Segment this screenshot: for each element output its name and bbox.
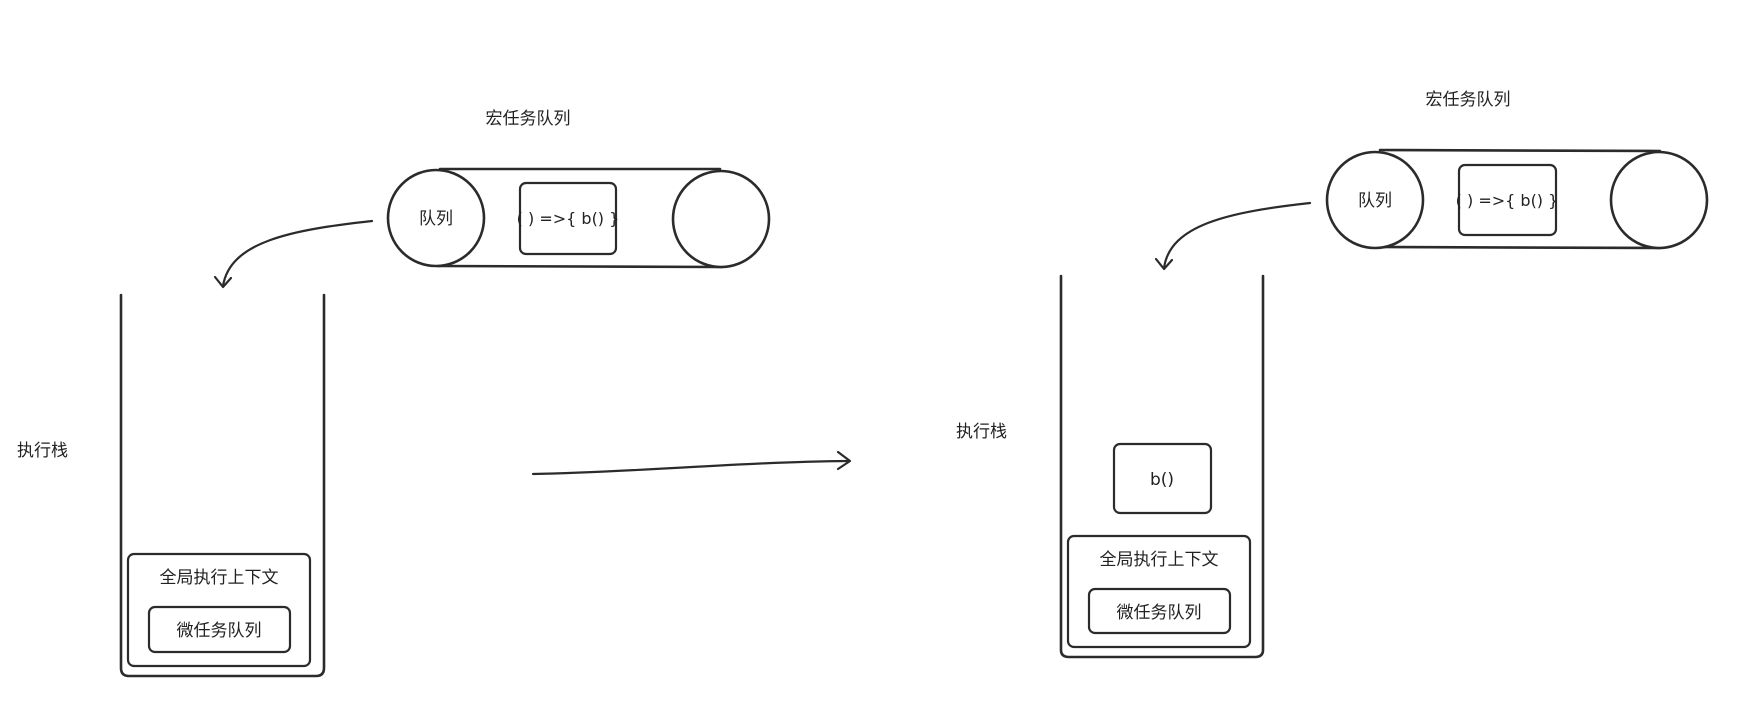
right-global-context: 全局执行上下文 微任务队列 xyxy=(1066,534,1252,649)
right-dequeue-arrow-head xyxy=(1154,257,1174,271)
transition-arrow xyxy=(531,450,852,476)
right-stack-frame-box xyxy=(1112,442,1213,515)
left-global-context-label: 全局执行上下文 xyxy=(160,568,279,588)
right-queue-head-circle xyxy=(1325,150,1425,250)
left-queue-item-box xyxy=(518,181,618,256)
left-queue-head-circle xyxy=(386,168,486,268)
right-micro-queue-box xyxy=(1087,587,1232,635)
left-state: 宏任务队列 队列 ( ) =>{ b() } 执行栈 全局执行上下文 微任务队列 xyxy=(17,109,771,678)
right-state: 宏任务队列 队列 ( ) =>{ b() } 执行栈 b() 全 xyxy=(956,90,1709,659)
left-dequeue-arrow xyxy=(213,219,374,289)
left-micro-queue-box xyxy=(147,605,292,654)
left-macro-queue: 队列 ( ) =>{ b() } xyxy=(386,167,771,269)
left-micro-queue-label: 微任务队列 xyxy=(177,621,262,641)
right-stack-frame-label: b() xyxy=(1150,470,1174,490)
left-global-context: 全局执行上下文 微任务队列 xyxy=(126,552,312,668)
right-dequeue-arrow-curve xyxy=(1162,201,1312,270)
right-queue-top-edge xyxy=(1378,148,1662,153)
right-macro-queue-title: 宏任务队列 xyxy=(1426,90,1511,110)
left-queue-bottom-edge xyxy=(436,264,724,269)
right-global-context-box xyxy=(1066,534,1252,649)
left-global-context-box xyxy=(126,552,312,668)
right-queue-tail-circle xyxy=(1609,150,1709,250)
right-micro-queue-label: 微任务队列 xyxy=(1117,603,1202,623)
left-dequeue-arrow-head xyxy=(213,275,233,289)
left-queue-item-callback: ( ) =>{ b() } xyxy=(517,209,620,228)
left-macro-queue-title: 宏任务队列 xyxy=(486,109,571,129)
left-stack-label: 执行栈 xyxy=(17,441,68,461)
left-queue-tail-circle xyxy=(671,169,771,269)
left-queue-head-label: 队列 xyxy=(419,209,453,229)
left-dequeue-arrow-curve xyxy=(221,219,374,288)
right-queue-bottom-edge xyxy=(1376,245,1662,250)
transition-arrow-head xyxy=(836,450,852,471)
right-global-context-label: 全局执行上下文 xyxy=(1100,550,1219,570)
right-queue-head-label: 队列 xyxy=(1358,191,1392,211)
transition-arrow-line xyxy=(531,459,850,476)
left-execution-stack xyxy=(119,293,326,678)
right-queue-item-callback: ( ) =>{ b() } xyxy=(1456,191,1559,210)
right-dequeue-arrow xyxy=(1154,201,1312,271)
right-queue-item-box xyxy=(1457,163,1558,237)
right-macro-queue: 队列 ( ) =>{ b() } xyxy=(1325,148,1709,250)
right-stack-label: 执行栈 xyxy=(956,422,1007,442)
right-stack-frame: b() xyxy=(1112,442,1213,515)
right-execution-stack xyxy=(1059,274,1265,659)
